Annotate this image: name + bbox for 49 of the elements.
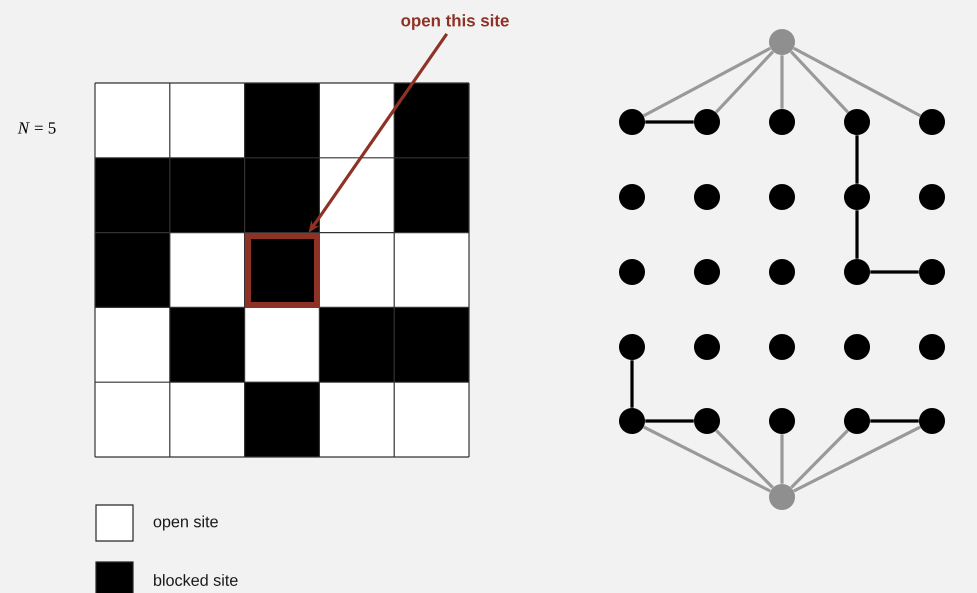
- callout-text: open this site: [401, 14, 509, 30]
- site-dot: [619, 334, 645, 360]
- site-dot: [619, 184, 645, 210]
- connector: [855, 210, 859, 259]
- connector: [870, 270, 919, 274]
- site-dot: [769, 109, 795, 135]
- virtual-site-dot: [769, 29, 795, 55]
- site-dot: [694, 259, 720, 285]
- connector: [793, 426, 921, 492]
- site-dot: [769, 408, 795, 434]
- site-dot: [919, 109, 945, 135]
- connector: [790, 429, 849, 489]
- virtual-site-dot: [769, 484, 795, 510]
- site-dot: [694, 184, 720, 210]
- site-dot: [694, 109, 720, 135]
- connector: [855, 135, 859, 184]
- site-dot: [844, 259, 870, 285]
- connector: [643, 426, 771, 492]
- legend-label: blocked site: [154, 574, 238, 586]
- connector: [780, 55, 784, 109]
- site-dot: [919, 259, 945, 285]
- connector: [870, 419, 919, 423]
- site-dot: [844, 334, 870, 360]
- site-dot: [919, 184, 945, 210]
- highlighted-cell: [245, 233, 320, 308]
- connector: [630, 360, 634, 408]
- site-dot: [769, 259, 795, 285]
- connector: [645, 419, 694, 423]
- connector: [790, 50, 850, 114]
- connector: [642, 46, 772, 118]
- site-dot: [769, 334, 795, 360]
- connector: [714, 50, 774, 114]
- connector: [715, 429, 774, 489]
- size-label: N = 5: [18, 122, 56, 134]
- site-dot: [844, 408, 870, 434]
- site-dot: [844, 184, 870, 210]
- site-dot: [694, 408, 720, 434]
- site-dot: [619, 259, 645, 285]
- site-dot: [919, 408, 945, 434]
- site-dot: [694, 334, 720, 360]
- site-dot: [619, 408, 645, 434]
- connector: [792, 46, 922, 118]
- connector: [645, 120, 694, 124]
- site-dot: [844, 109, 870, 135]
- site-dot: [769, 184, 795, 210]
- connector: [780, 434, 784, 484]
- site-dot: [919, 334, 945, 360]
- legend-label: open site: [154, 515, 218, 531]
- site-dot: [619, 109, 645, 135]
